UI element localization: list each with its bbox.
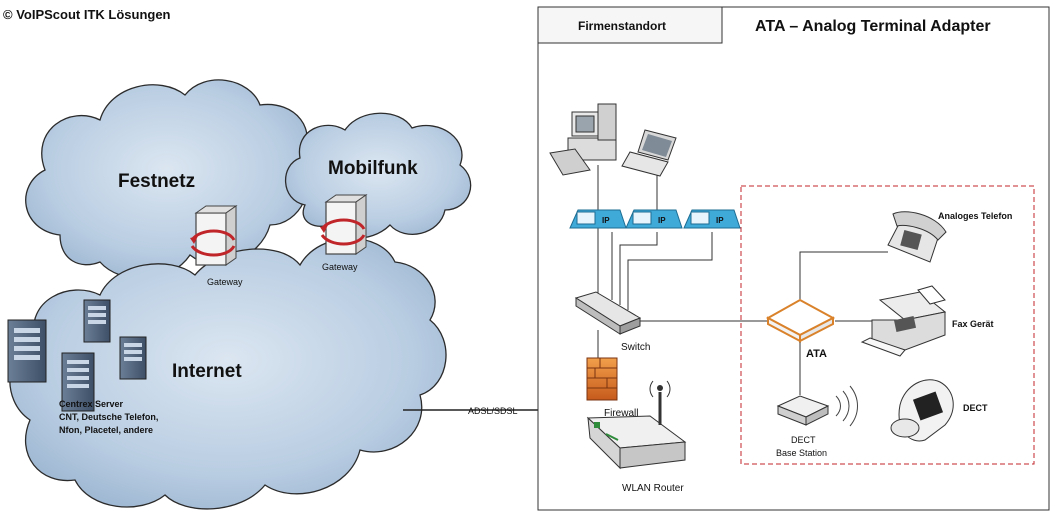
gateway-left [190,205,238,266]
ip-phone-label: IP [602,216,610,225]
fax-label: Fax Gerät [952,319,994,329]
dect-base-line2: Base Station [776,448,827,458]
server-icon [119,336,147,380]
switch-icon [574,291,642,335]
dect-base-icon [776,385,858,427]
centrex-label: Centrex Server CNT, Deutsche Telefon, Nf… [59,399,161,435]
dect-base-label: DECT Base Station [776,435,827,458]
dect-phone-icon [890,379,954,442]
ip-phone-icon: IP [683,209,741,229]
ip-phone-label: IP [716,216,724,225]
ip-phone-icon: IP [625,209,683,229]
firewall-icon [586,357,618,401]
ata-region [740,185,1035,465]
gateway-right [320,194,368,255]
analog-phone-label: Analoges Telefon [938,211,1012,221]
server-icon [61,352,95,412]
gateway-right-label: Gateway [322,262,358,272]
switch-label: Switch [621,342,650,353]
analog-phone-icon [887,211,947,263]
server-icon [83,299,111,343]
centrex-line2: CNT, Deutsche Telefon, [59,412,158,422]
ata-label: ATA [806,348,827,360]
firewall-label: Firewall [604,408,638,419]
centrex-line1: Centrex Server [59,399,124,409]
ip-phone-icon: IP [569,209,627,229]
lan-connections [597,165,888,395]
gateway-left-label: Gateway [207,277,243,287]
dect-label: DECT [963,403,988,413]
festnetz-label: Festnetz [118,171,195,192]
internet-label: Internet [172,361,242,382]
laptop-icon [621,129,677,177]
panel-title: ATA – Analog Terminal Adapter [755,18,991,35]
ip-phone-label: IP [658,216,666,225]
centrex-line3: Nfon, Placetel, andere [59,425,153,435]
site-tab-label: Firmenstandort [578,19,666,33]
desktop-computer-icon [549,103,617,176]
site-tab [537,6,723,44]
mobilfunk-label: Mobilfunk [328,158,418,179]
wlan-router-icon [586,380,687,470]
adsl-label: ADSL/SDSL [468,406,518,416]
ata-device-icon [765,298,836,343]
dect-base-line1: DECT [791,435,816,445]
server-icon [7,319,47,383]
internet-cloud [9,237,447,510]
fax-icon [860,285,947,357]
wlan-router-label: WLAN Router [622,483,684,494]
copyright-text: © VoIPScout ITK Lösungen [3,7,171,22]
